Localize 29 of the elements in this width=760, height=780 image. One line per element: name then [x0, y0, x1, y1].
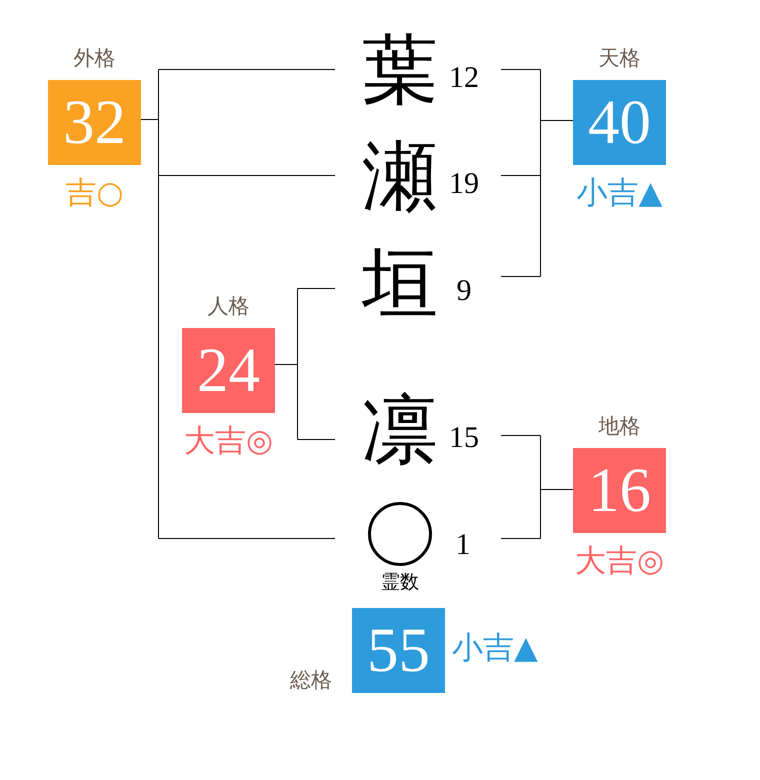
stroke-count: 9 — [456, 276, 472, 306]
category-label: 総格 — [290, 668, 332, 692]
fortune-rating: 小吉▲ — [452, 631, 538, 665]
category-label: 人格 — [208, 294, 250, 318]
bracket-line — [274, 288, 336, 440]
circle-label: 霊数 — [381, 572, 419, 592]
category-label: 地格 — [598, 414, 640, 438]
name-character: 凛 — [361, 390, 439, 470]
score-number: 55 — [366, 614, 431, 687]
fortune-rating: 小吉▲ — [576, 176, 662, 210]
category-label: 外格 — [74, 46, 116, 70]
score-number: 16 — [587, 454, 652, 527]
score-number: 24 — [196, 334, 261, 407]
category-label: 天格 — [598, 46, 640, 70]
fortune-rating: 吉○ — [65, 176, 124, 210]
score-number: 40 — [587, 86, 652, 159]
fortune-rating: 大吉◎ — [184, 424, 274, 458]
bracket-line — [140, 69, 336, 539]
stroke-count: 12 — [449, 63, 479, 93]
stroke-count: 1 — [456, 530, 470, 560]
stroke-count: 15 — [449, 423, 479, 453]
name-character: 瀬 — [361, 136, 439, 216]
score-number: 32 — [62, 86, 127, 159]
bracket-line — [500, 69, 574, 277]
name-character: 葉 — [361, 30, 439, 110]
stroke-count: 19 — [449, 169, 479, 199]
fortune-rating: 大吉◎ — [574, 544, 664, 578]
name-character: 垣 — [360, 243, 439, 323]
bracket-line — [500, 435, 574, 539]
